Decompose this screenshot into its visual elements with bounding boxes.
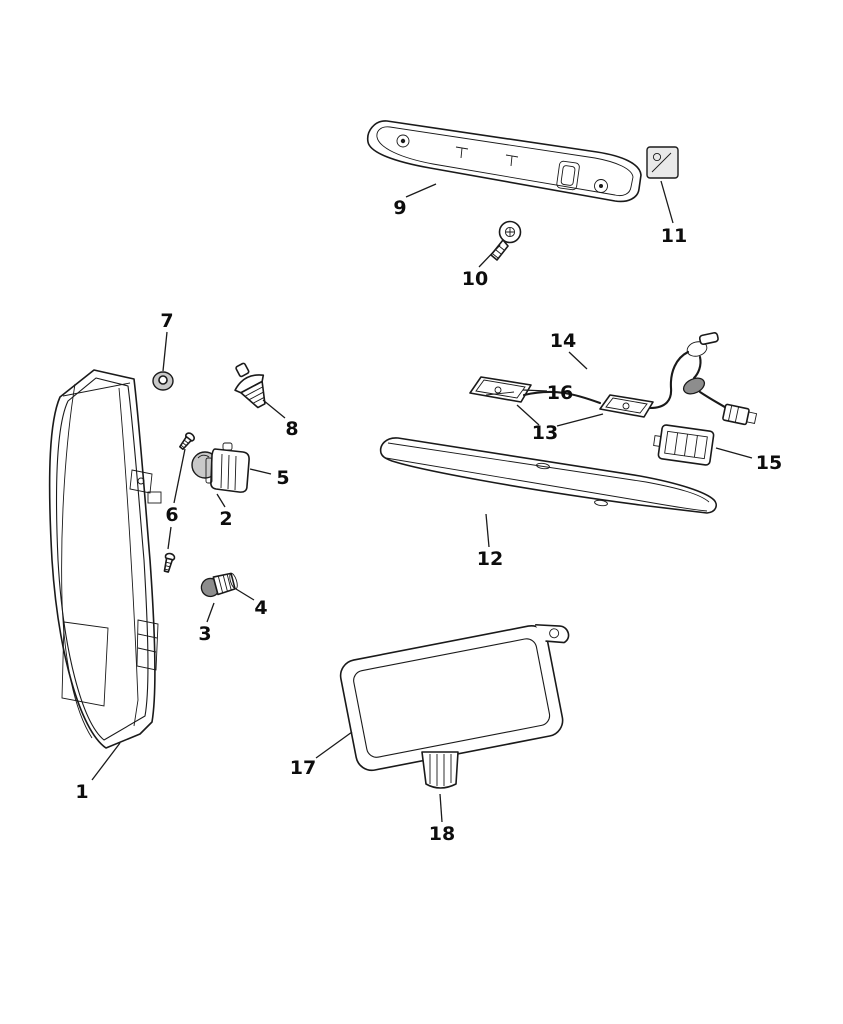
push-pin-retainer-part [234,362,266,409]
bulb-and-socket-cluster [163,432,250,573]
applique-panel-part-12 [379,437,717,514]
license-lamp-right-part-13 [599,394,654,418]
module-connector-part-18 [421,751,459,789]
stop-lamp-lens-detail [556,160,580,191]
tail-lamp-bracket-detail [129,469,162,504]
screw-part-6-lower [163,552,176,573]
callout-5: 5 [276,467,289,489]
license-lamp-left-part-16 [469,376,532,403]
high-mount-stop-lamp-part [366,120,642,203]
callout-8: 8 [285,418,298,440]
tail-lamp-vent-detail [136,619,159,671]
license-lamp-wiring-assembly [469,331,758,426]
callout-15: 15 [756,452,782,474]
leader-lines [91,180,753,823]
callout-13: 13 [532,422,558,444]
stop-lamp-screw-hole-2 [594,179,608,193]
callout-11: 11 [661,225,687,247]
callout-9: 9 [393,197,406,219]
wire-grommet [682,377,706,395]
screw-part-10 [490,220,522,261]
screw-part-6-upper [179,432,195,451]
wiring-harness [522,331,758,426]
callout-16: 16 [547,382,573,404]
stop-lamp-screw-hole [396,134,410,148]
callout-labels: 1 2 3 4 5 6 7 8 9 10 11 12 13 14 15 16 1… [75,197,782,845]
module-mounting-tab [535,623,570,644]
callout-14: 14 [550,330,576,352]
callout-3: 3 [198,623,211,645]
callout-12: 12 [477,548,503,570]
callout-1: 1 [75,781,88,803]
harness-connector-end [722,403,758,426]
tail-lamp-assembly-part-1 [48,369,162,749]
socket-part-2 [205,442,250,493]
callout-17: 17 [290,757,316,779]
callout-18: 18 [429,823,455,845]
callout-4: 4 [254,597,267,619]
callout-6: 6 [165,504,178,526]
connector-module-part-15 [653,424,715,466]
control-module-part-17 [339,623,570,772]
callout-2: 2 [219,508,232,530]
nut-clip-part [646,146,679,179]
grommet-nut-part [152,371,174,391]
callout-10: 10 [462,268,488,290]
callout-7: 7 [160,310,173,332]
tail-lamp-window [61,621,109,707]
small-socket-bulb-cluster [200,572,238,598]
